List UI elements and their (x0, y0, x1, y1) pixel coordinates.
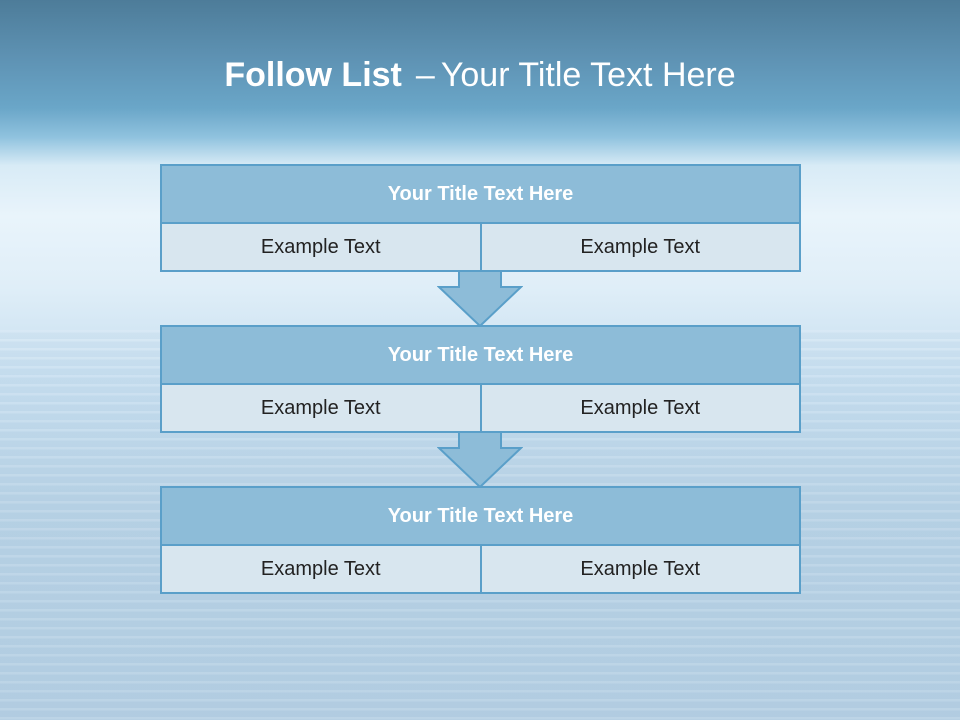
block-row: Example Text Example Text (162, 385, 799, 431)
block-row: Example Text Example Text (162, 224, 799, 270)
down-arrow-icon (437, 270, 523, 328)
block-cell-right: Example Text (479, 224, 799, 270)
list-block-3: Your Title Text Here Example Text Exampl… (160, 486, 801, 594)
slide-title-text: Your Title Text Here (440, 56, 736, 94)
block-title: Your Title Text Here (162, 166, 799, 224)
block-title: Your Title Text Here (162, 327, 799, 385)
list-block-2: Your Title Text Here Example Text Exampl… (160, 325, 801, 433)
block-cell-left: Example Text (162, 224, 480, 270)
block-title: Your Title Text Here (162, 488, 799, 546)
slide-title-dash: – (415, 56, 435, 94)
list-block-1: Your Title Text Here Example Text Exampl… (160, 164, 801, 272)
block-cell-right: Example Text (479, 385, 799, 431)
slide-title: Follow List–Your Title Text Here (0, 52, 960, 98)
block-cell-left: Example Text (162, 546, 480, 592)
slide-title-bold: Follow List (224, 56, 402, 94)
block-row: Example Text Example Text (162, 546, 799, 592)
down-arrow-icon (437, 431, 523, 489)
block-cell-left: Example Text (162, 385, 480, 431)
block-cell-right: Example Text (479, 546, 799, 592)
